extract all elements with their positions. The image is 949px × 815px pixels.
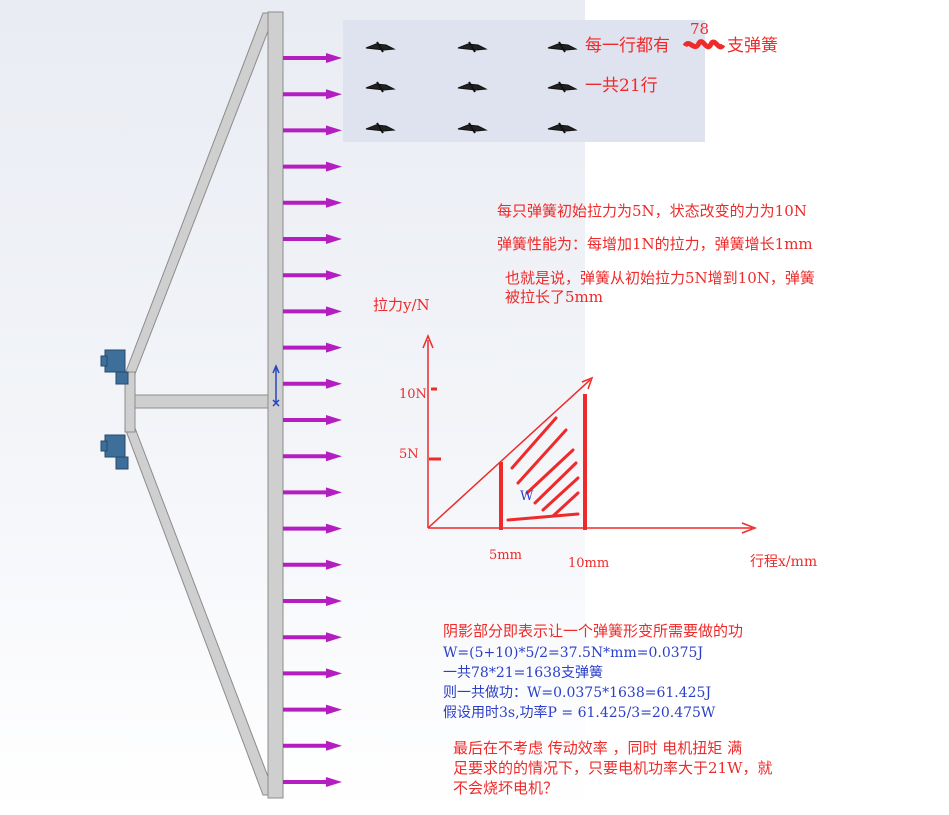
force-arrow bbox=[283, 668, 342, 679]
force-arrow bbox=[283, 270, 342, 281]
force-arrow bbox=[283, 197, 342, 208]
motor-bearing-bottom bbox=[100, 434, 129, 470]
force-arrow bbox=[283, 777, 342, 787]
row-spring-text-prefix: 每一行都有 bbox=[585, 36, 670, 56]
spring-mark bbox=[365, 41, 396, 53]
force-travel-graph bbox=[422, 334, 758, 534]
x-axis-label: 行程x/mm bbox=[750, 554, 818, 570]
force-arrow bbox=[283, 704, 342, 715]
force-arrow bbox=[283, 234, 342, 244]
force-arrow bbox=[283, 378, 342, 389]
x-axis-arrow bbox=[741, 522, 758, 534]
lower-diagonal-bar bbox=[124, 427, 276, 796]
row-count-text: 一共21行 bbox=[585, 76, 658, 96]
force-arrow bbox=[283, 632, 342, 643]
upper-diagonal-bar bbox=[124, 12, 276, 375]
row-spring-text-suffix: 支弹簧 bbox=[727, 36, 778, 56]
force-arrow bbox=[283, 487, 342, 498]
direction-indicator bbox=[272, 364, 280, 407]
conclusion-line-1: 最后在不考虑 传动效率 ，同时 电机扭矩 满 bbox=[453, 739, 743, 757]
force-arrow bbox=[283, 415, 342, 425]
force-line bbox=[427, 379, 591, 529]
spring-mark bbox=[547, 41, 578, 53]
force-arrow bbox=[283, 559, 342, 570]
spring-mark bbox=[457, 122, 488, 134]
shaded-work-area bbox=[506, 416, 580, 522]
calc-work-per-spring: W=(5+10)*5/2=37.5N*mm=0.0375J bbox=[443, 645, 704, 661]
hub-plate bbox=[124, 371, 136, 433]
force-arrow bbox=[283, 740, 342, 751]
x-tick-label-5mm: 5mm bbox=[489, 548, 522, 563]
spring-mark bbox=[365, 122, 396, 134]
y-axis-label: 拉力y/N bbox=[373, 296, 430, 314]
force-arrow bbox=[283, 451, 342, 462]
spring-mark bbox=[547, 122, 578, 134]
calc-spring-total: 一共78*21=1638支弹簧 bbox=[443, 665, 603, 681]
spring-initial-tension: 每只弹簧初始拉力为5N，状态改变的力为10N bbox=[497, 202, 807, 220]
work-area-label: W bbox=[520, 489, 534, 504]
conclusion-line-2: 足要求的的情况下，只要电机功率大于21W，就 bbox=[453, 759, 773, 777]
spring-mark bbox=[457, 81, 488, 93]
spring-explanation-1: 也就是说，弹簧从初始拉力5N增到10N，弹簧 bbox=[505, 269, 815, 287]
calc-total-work: 则一共做功：W=0.0375*1638=61.425J bbox=[443, 685, 712, 701]
spring-mark bbox=[547, 81, 578, 93]
spring-count-marker: 78 bbox=[690, 20, 710, 38]
spring-performance: 弹簧性能为：每增加1N的拉力，弹簧增长1mm bbox=[497, 235, 813, 253]
spring-mark bbox=[365, 81, 396, 93]
force-line-arrow bbox=[581, 376, 594, 390]
conclusion-line-3: 不会烧坏电机？ bbox=[453, 779, 559, 797]
spring-explanation-2: 被拉长了5mm bbox=[505, 288, 603, 306]
y-axis-arrow bbox=[422, 334, 434, 349]
truss-frame bbox=[124, 11, 284, 799]
force-arrow bbox=[283, 161, 342, 172]
scribbled-out-number bbox=[683, 39, 725, 50]
motor-bearing-top bbox=[100, 349, 129, 385]
force-arrow bbox=[283, 306, 342, 317]
y-tick-label-5n: 5N bbox=[399, 447, 419, 462]
y-tick-label-10n: 10N bbox=[399, 387, 427, 402]
calc-power: 假设用时3s,功率P = 61.425/3=20.475W bbox=[443, 705, 716, 721]
force-arrow bbox=[283, 523, 342, 534]
force-arrow-column bbox=[283, 53, 342, 787]
calc-heading: 阴影部分即表示让一个弹簧形变所需要做的功 bbox=[443, 622, 744, 640]
spring-mark-grid bbox=[365, 41, 578, 134]
force-arrow bbox=[283, 596, 342, 606]
horizontal-strut bbox=[132, 394, 271, 409]
spring-array-panel bbox=[343, 20, 705, 142]
force-arrow bbox=[283, 53, 342, 63]
vertical-bar bbox=[267, 11, 284, 799]
force-arrow bbox=[283, 89, 342, 100]
force-arrow bbox=[283, 342, 342, 353]
x-tick-label-10mm: 10mm bbox=[568, 556, 610, 571]
spring-mark bbox=[457, 41, 488, 53]
force-arrow bbox=[283, 125, 342, 136]
